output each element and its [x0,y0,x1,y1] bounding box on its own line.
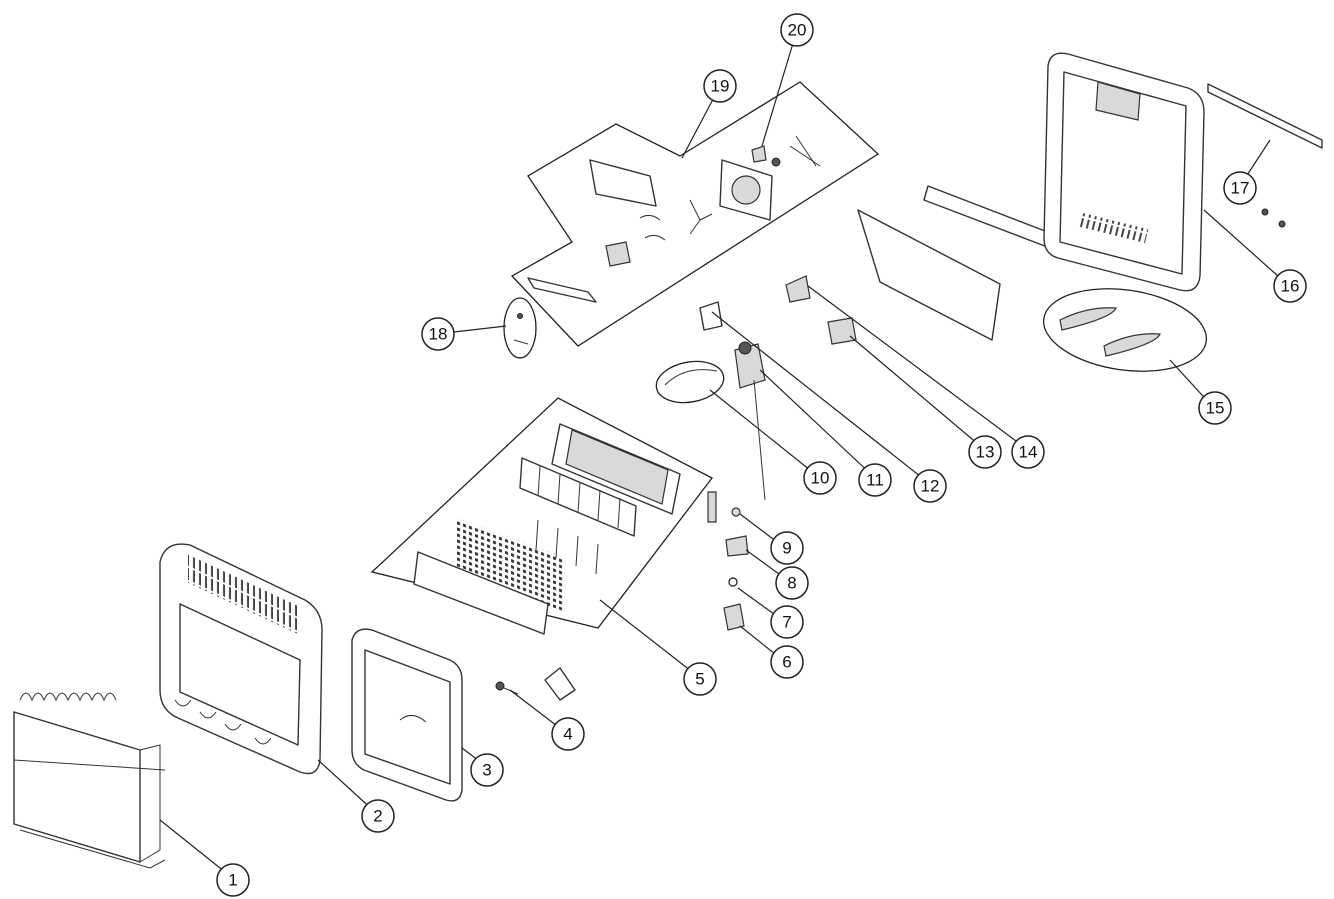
part-11-gas-valve [734,341,766,501]
part-6-fitting [723,603,745,631]
part-16-back-case [1043,52,1205,292]
callout-15-label: 15 [1206,399,1225,418]
callout-3: 3 [470,753,504,787]
callout-3-label: 3 [482,761,491,780]
part-5-burner-assembly [370,397,717,635]
callout-9: 9 [770,531,804,565]
callout-12-label: 12 [921,477,940,496]
callout-20-label: 20 [788,21,807,40]
callout-17-label: 17 [1231,179,1250,198]
part-13-bracket [827,317,857,345]
callout-11: 11 [858,463,892,497]
callout-19-label: 19 [711,77,730,96]
callout-18: 18 [421,317,455,351]
callout-12: 12 [913,469,947,503]
leader-lines [159,29,1289,877]
callout-7: 7 [770,605,804,639]
callout-15: 15 [1198,391,1232,425]
part-20-motor [751,135,821,167]
callout-4-label: 4 [563,725,572,744]
callout-1: 1 [216,863,250,897]
callout-11-label: 11 [866,471,884,490]
callout-10: 10 [803,461,837,495]
part-19-blower-assembly [510,81,880,347]
callout-1-label: 1 [228,871,237,890]
part-14-bracket [785,275,811,303]
part-18-hardware [503,297,537,359]
part-9-orifice [731,507,741,517]
callout-5-label: 5 [695,670,704,689]
callout-2: 2 [361,799,395,833]
callout-5: 5 [683,662,717,696]
part-4-screw [495,667,576,701]
callout-10-label: 10 [811,469,830,488]
callout-9-label: 9 [782,539,791,558]
part-3-window-frame [351,628,463,802]
callout-16-label: 16 [1281,277,1300,296]
callout-8-label: 8 [787,574,796,593]
callout-18-label: 18 [429,325,448,344]
part-1-burner-mesh [13,692,166,869]
part-17-wall-bracket [1207,83,1323,228]
callout-8: 8 [775,566,809,600]
part-10-tubing [655,360,725,404]
callout-13: 13 [968,435,1002,469]
part-8-bracket [725,535,749,557]
callout-6: 6 [770,645,804,679]
callout-4: 4 [551,717,585,751]
callout-17: 17 [1223,171,1257,205]
callout-6-label: 6 [782,653,791,672]
callout-16: 16 [1273,269,1307,303]
part-15-feet [1042,288,1208,372]
callout-2-label: 2 [373,807,382,826]
part-12-control-knob [699,301,723,331]
heat-shield [857,185,1059,341]
callout-19: 19 [703,69,737,103]
callout-13-label: 13 [976,443,995,462]
part-2-front-housing [159,543,323,775]
callout-20: 20 [780,13,814,47]
callout-7-label: 7 [782,613,791,632]
part-7-nut [728,577,738,587]
callout-14: 14 [1011,435,1045,469]
callout-14-label: 14 [1019,443,1038,462]
